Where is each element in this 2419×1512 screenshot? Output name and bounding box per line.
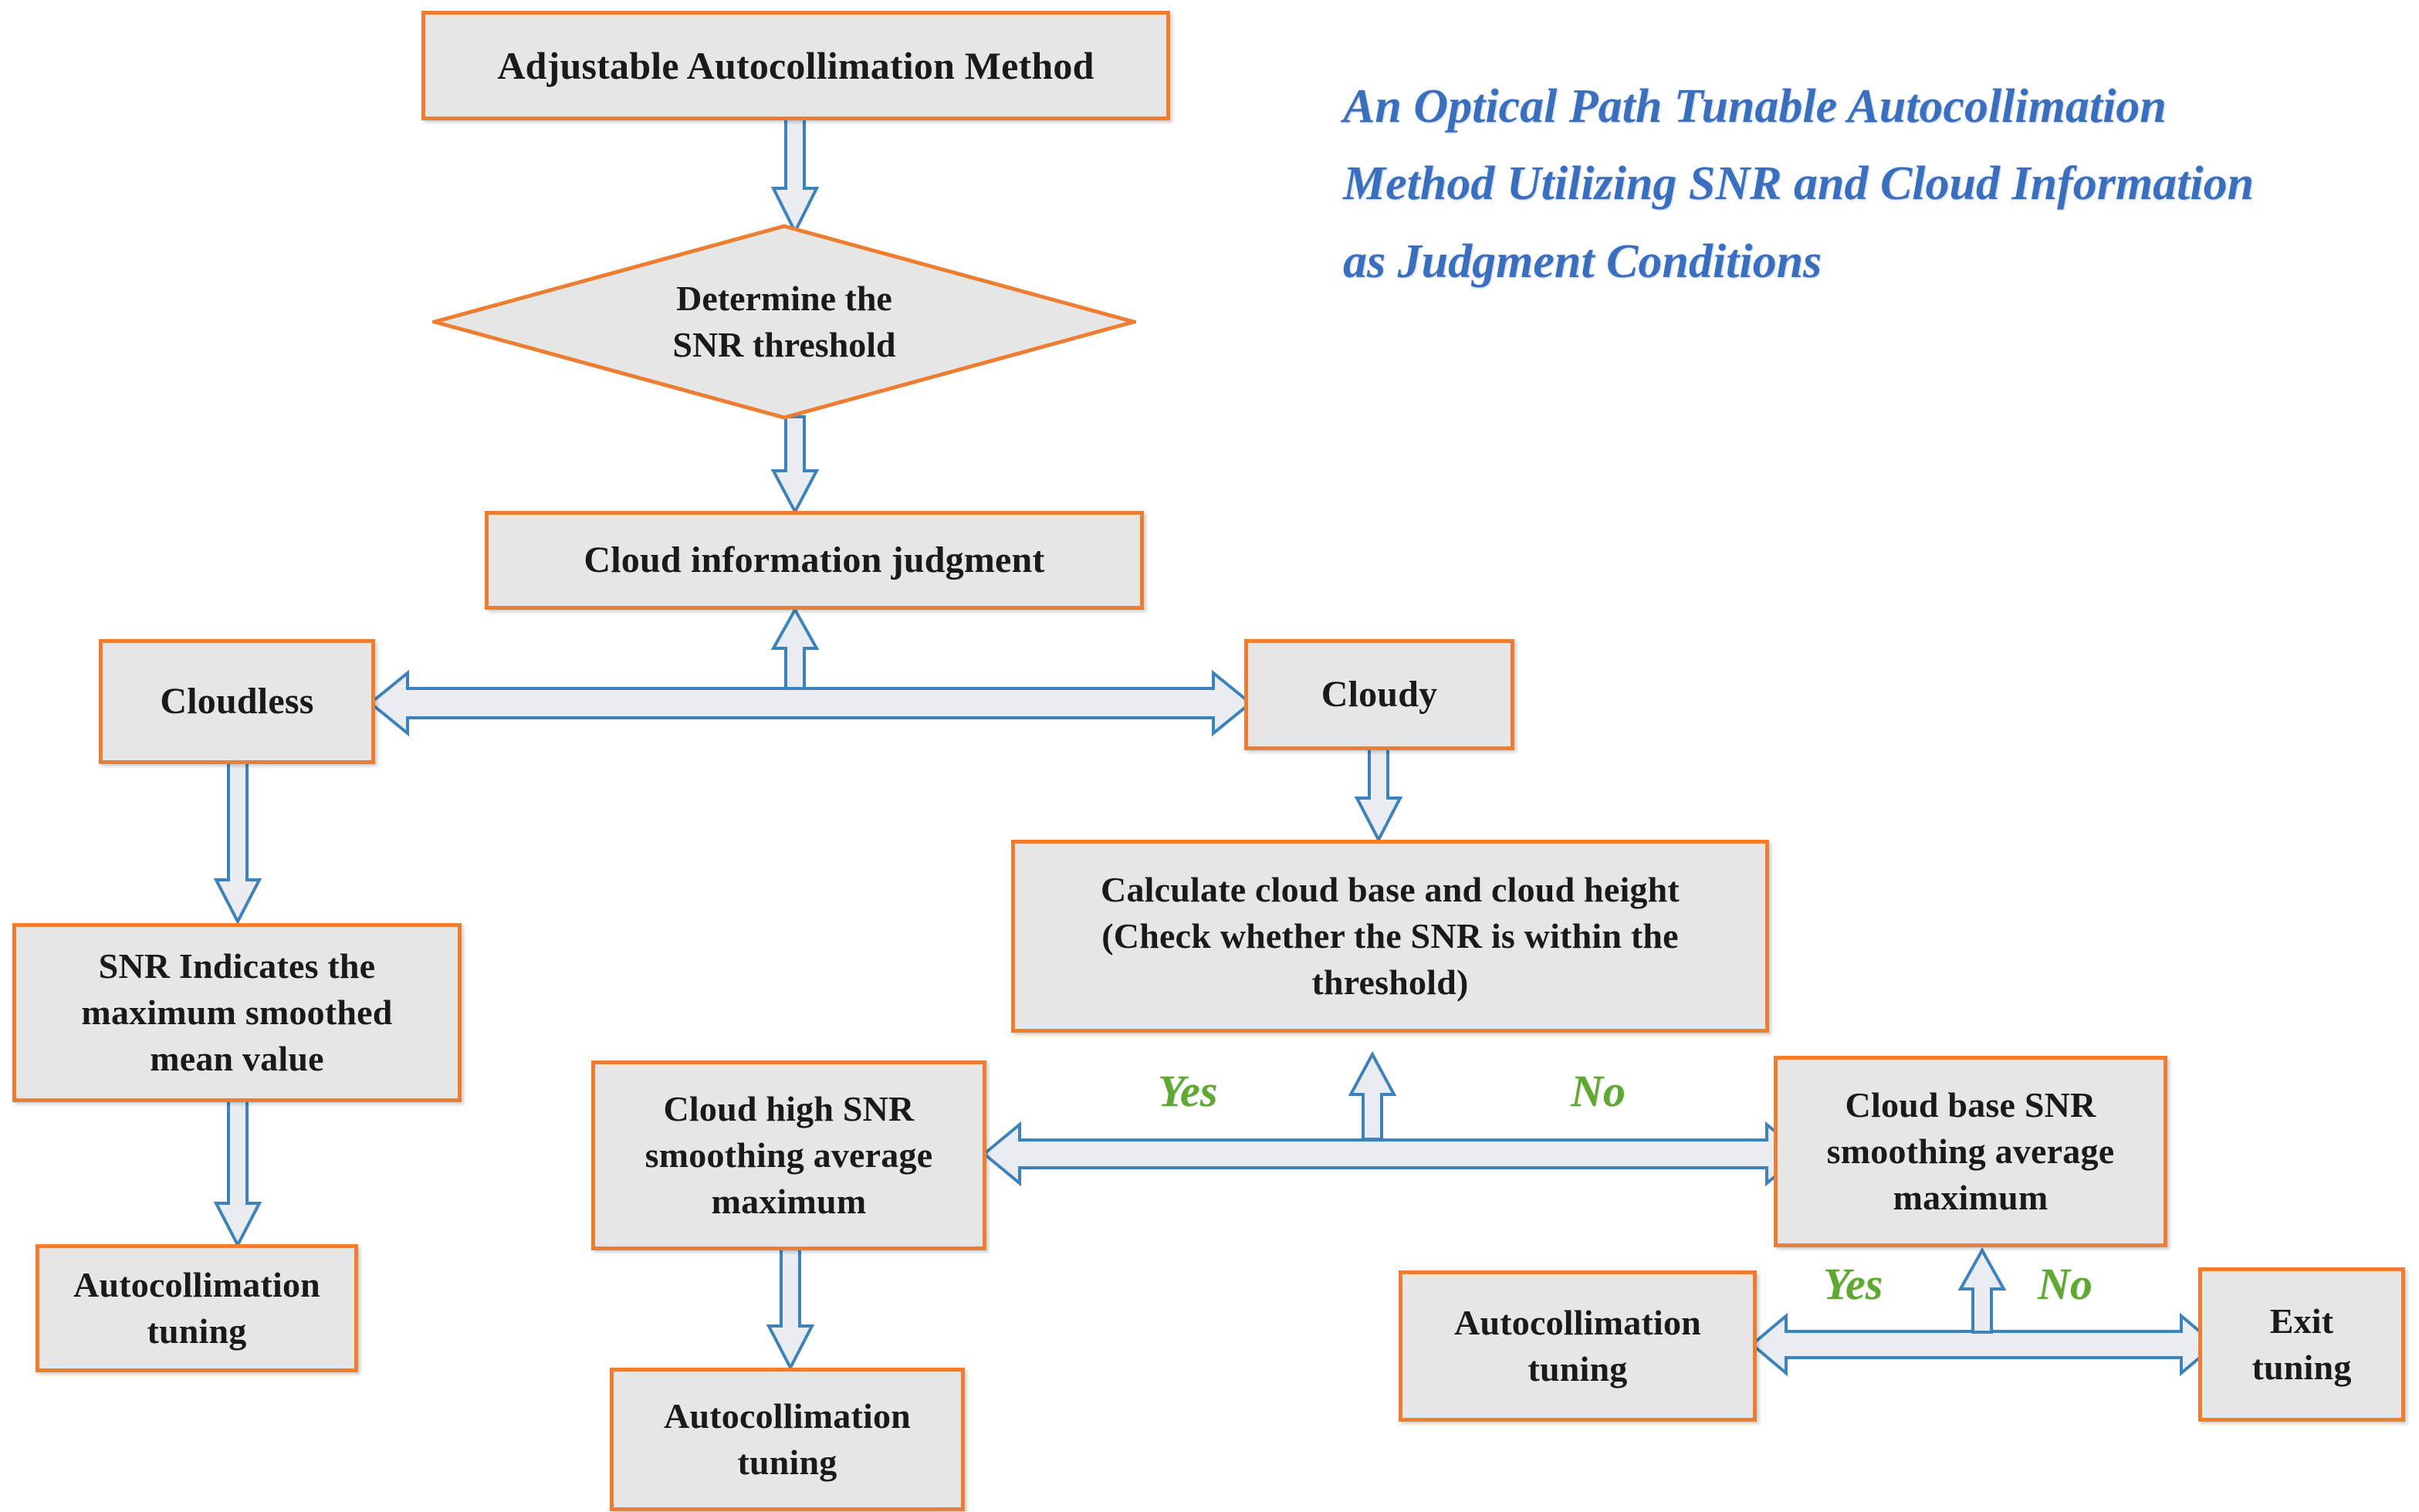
node-calculate-cloud-base-height[interactable]: Calculate cloud base and cloud height (C… [1011, 840, 1769, 1033]
node-cloudy-label: Cloudy [1321, 673, 1438, 715]
node-cloud-base-snr-label: Cloud base SNR smoothing average maximum [1826, 1085, 2115, 1217]
figure-title: An Optical Path Tunable Autocollimation … [1343, 68, 2393, 300]
branch-label-bottom-no: No [2038, 1259, 2093, 1309]
node-cloud-high-snr-smoothing-max[interactable]: Cloud high SNR smoothing average maximum [591, 1060, 986, 1250]
diamond-shape [432, 224, 1136, 420]
node-cloudy[interactable]: Cloudy [1244, 639, 1514, 750]
branch-label-mid-yes: Yes [1158, 1066, 1218, 1116]
node-cloud-base-snr-smoothing-max[interactable]: Cloud base SNR smoothing average maximum [1774, 1056, 2167, 1247]
arrow-up-to-cloud-base-snr [1957, 1246, 2007, 1334]
node-start-label: Adjustable Autocollimation Method [497, 43, 1094, 87]
branch-label-mid-no: No [1571, 1066, 1626, 1116]
node-exit-tuning[interactable]: Exit tuning [2198, 1267, 2405, 1422]
branch-label-bottom-yes: Yes [1823, 1259, 1883, 1309]
node-tuning-right-label: Autocollimation tuning [1454, 1303, 1701, 1389]
node-decision-snr-threshold[interactable]: Determine the SNR threshold [432, 224, 1136, 420]
node-autocollimation-tuning-center[interactable]: Autocollimation tuning [610, 1368, 965, 1511]
node-snr-mean-label: SNR Indicates the maximum smoothed mean … [81, 946, 393, 1078]
node-cloud-judgment-label: Cloud information judgment [584, 539, 1045, 580]
node-tuning-left-label: Autocollimation tuning [73, 1265, 320, 1351]
node-tuning-center-label: Autocollimation tuning [664, 1396, 911, 1482]
node-autocollimation-tuning-left[interactable]: Autocollimation tuning [36, 1244, 358, 1372]
arrow-cloudless-cloudy-bidirectional [367, 669, 1253, 737]
arrow-start-to-decision [770, 116, 820, 235]
arrow-cloudless-to-snr-mean [213, 761, 262, 925]
node-cloudless-label: Cloudless [160, 680, 314, 722]
node-calculate-cloud-label: Calculate cloud base and cloud height (C… [1101, 870, 1680, 1002]
node-snr-maximum-smoothed-mean[interactable]: SNR Indicates the maximum smoothed mean … [12, 923, 462, 1102]
node-start[interactable]: Adjustable Autocollimation Method [421, 11, 1170, 120]
title-line-1: An Optical Path Tunable Autocollimation [1343, 80, 2167, 133]
arrow-snr-mean-to-tuning-left [213, 1098, 262, 1249]
arrow-up-to-calculate [1348, 1050, 1397, 1141]
arrow-high-snr-to-tuning-center [766, 1247, 815, 1372]
title-line-3: as Judgment Conditions [1343, 235, 1822, 288]
node-cloudless[interactable]: Cloudless [99, 639, 375, 764]
title-line-2: Method Utilizing SNR and Cloud Informati… [1343, 157, 2255, 211]
node-cloud-high-snr-label: Cloud high SNR smoothing average maximum [645, 1089, 933, 1221]
node-exit-tuning-label: Exit tuning [2252, 1301, 2352, 1387]
arrow-decision-to-cloud-judgment [770, 415, 820, 516]
arrow-cloudy-to-calculate [1354, 746, 1403, 844]
node-autocollimation-tuning-right[interactable]: Autocollimation tuning [1399, 1270, 1757, 1422]
node-cloud-information-judgment[interactable]: Cloud information judgment [485, 511, 1144, 610]
